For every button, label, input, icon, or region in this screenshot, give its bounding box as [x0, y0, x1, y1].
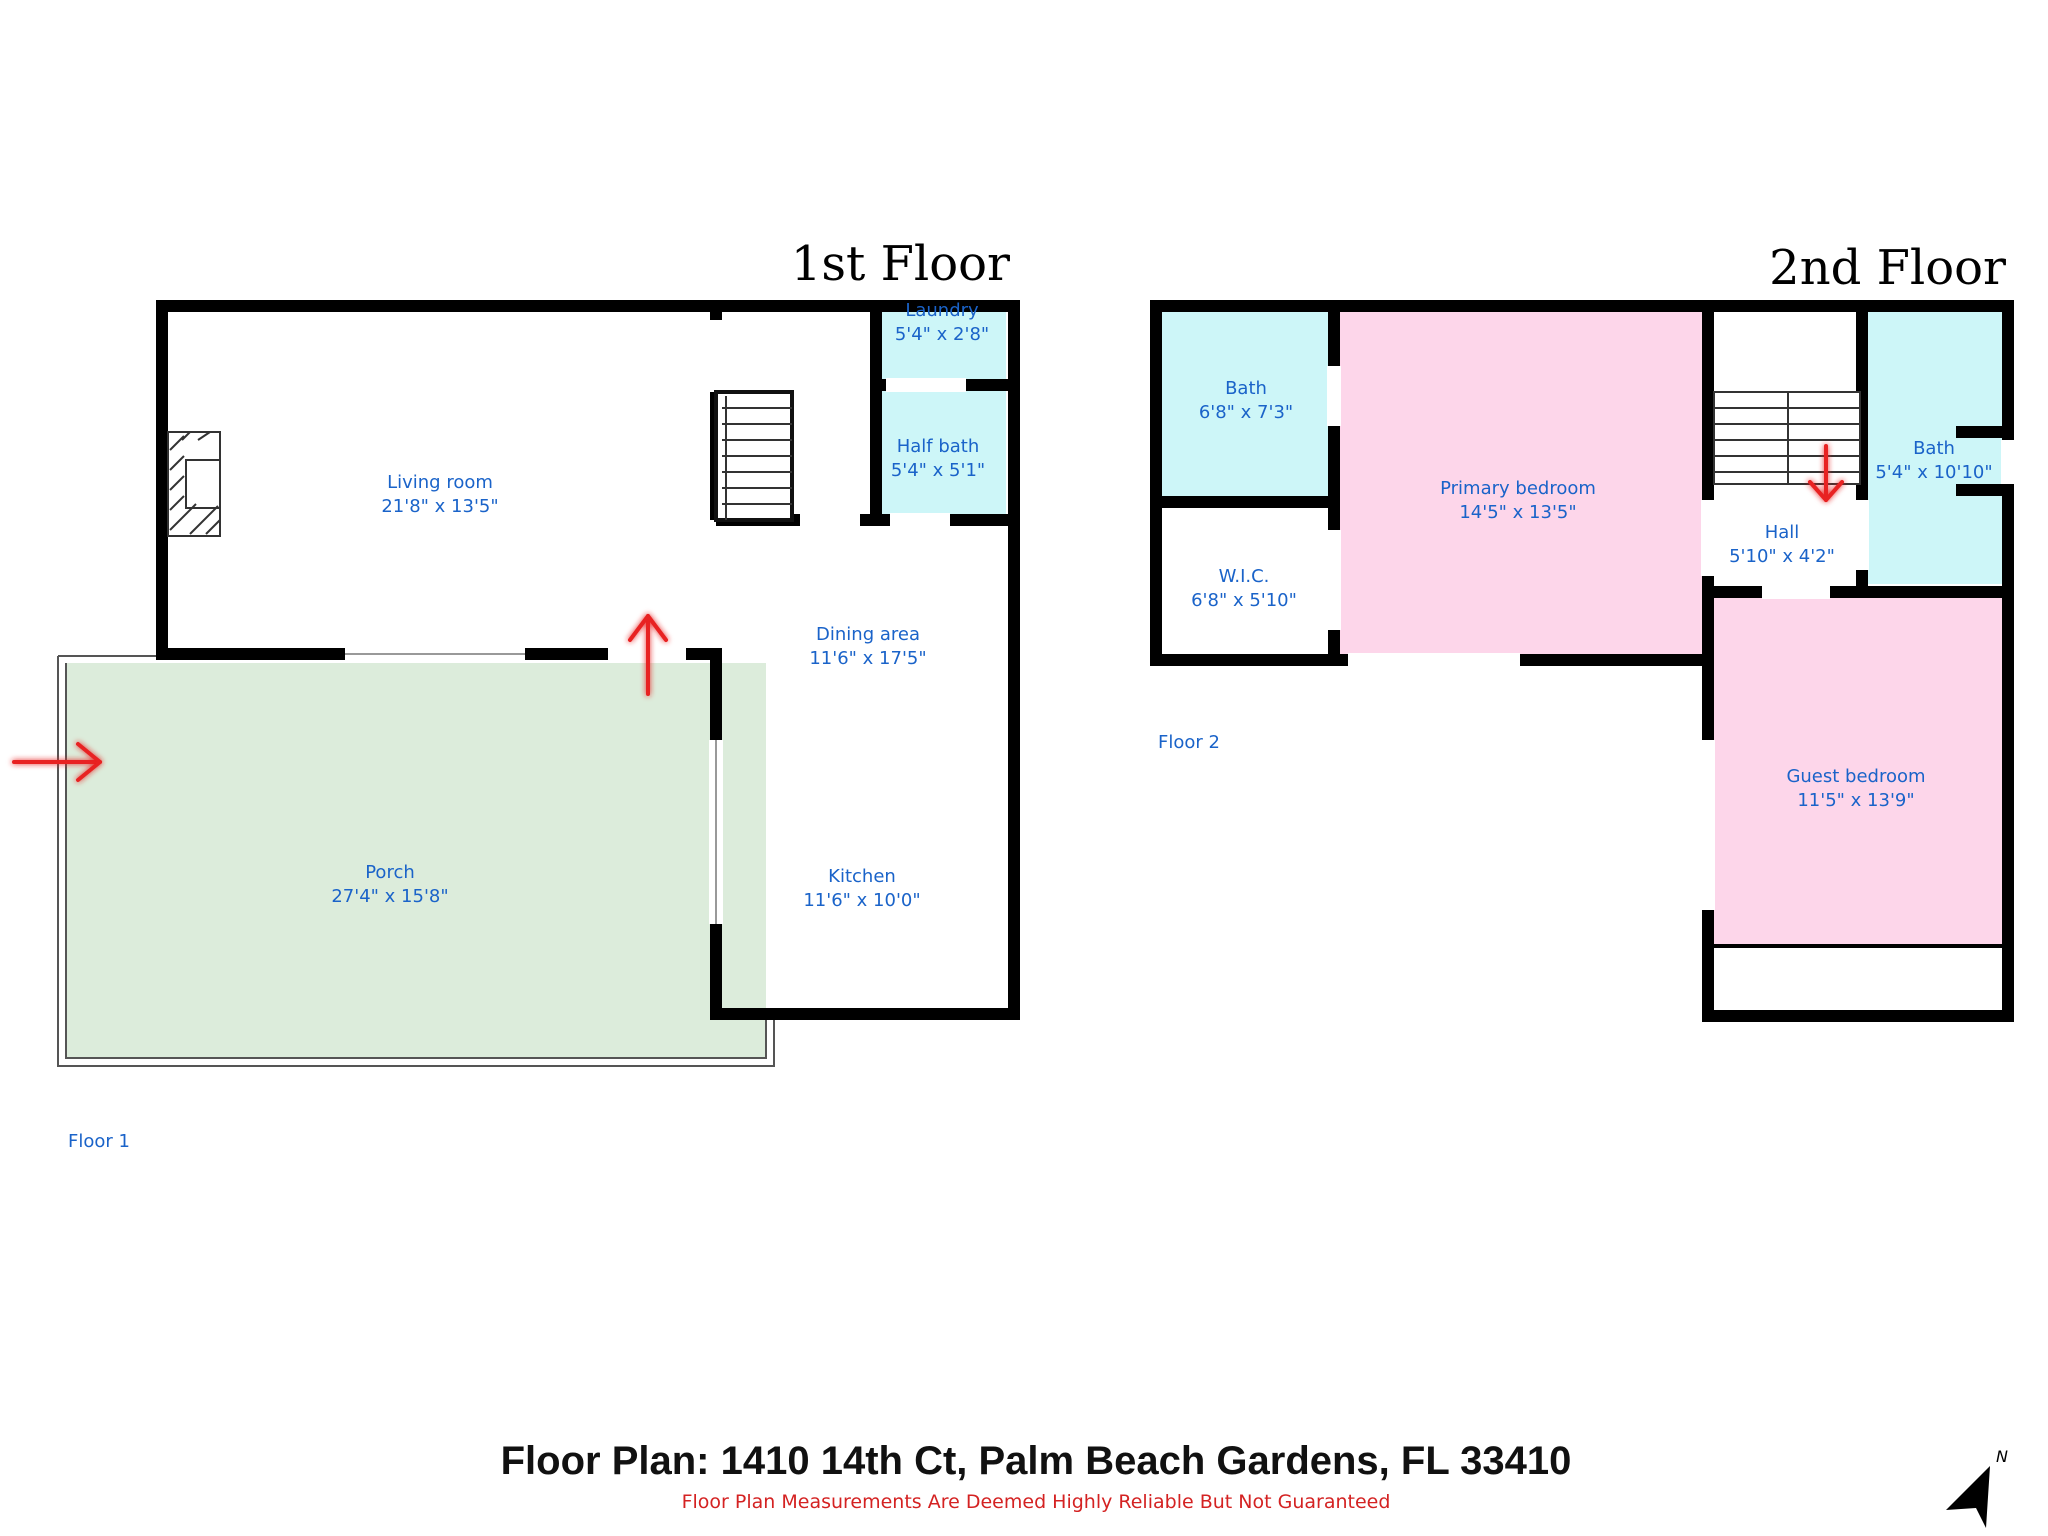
- primary-bedroom-dims: 14'5" x 13'5": [1459, 502, 1576, 523]
- floor-2: Bath 6'8" x 7'3" W.I.C. 6'8" x 5'10" Pri…: [1150, 240, 2015, 1022]
- wic-name: W.I.C.: [1219, 566, 1270, 587]
- guest-bedroom-name: Guest bedroom: [1786, 766, 1925, 787]
- hall-name: Hall: [1765, 522, 1800, 543]
- porch-dims: 27'4" x 15'8": [331, 886, 448, 907]
- bath-right-name: Bath: [1913, 438, 1955, 459]
- porch-railing: [57, 656, 775, 1067]
- guest-bedroom-dims: 11'5" x 13'9": [1797, 790, 1914, 811]
- floor2-heading: 2nd Floor: [1769, 240, 2006, 296]
- laundry-dims: 5'4" x 2'8": [895, 324, 989, 345]
- floor-1: Living room 21'8" x 13'5" Laundry 5'4" x…: [12, 236, 1020, 1152]
- porch-outline: [65, 663, 767, 1059]
- stairs-upper-icon: [1713, 391, 1861, 485]
- bath-left-dims: 6'8" x 7'3": [1199, 402, 1293, 423]
- entry-arrow-icon: [12, 742, 102, 782]
- dining-name: Dining area: [816, 624, 920, 645]
- room-guest-bedroom: [1714, 598, 2002, 944]
- half-bath-name: Half bath: [897, 436, 980, 457]
- floor1-outer-wall: [156, 300, 1020, 1020]
- room-half-bath: [876, 390, 1006, 516]
- living-room-dims: 21'8" x 13'5": [381, 496, 498, 517]
- kitchen-dims: 11'6" x 10'0": [803, 890, 920, 911]
- fireplace-icon: [167, 431, 221, 537]
- stairs-down-arrow-icon: [1808, 444, 1844, 502]
- room-bath-right: [1866, 312, 2002, 584]
- compass-label: N: [1996, 1447, 2008, 1466]
- bath-left-name: Bath: [1225, 378, 1267, 399]
- plan-disclaimer: Floor Plan Measurements Are Deemed Highl…: [682, 1491, 1391, 1513]
- room-porch: [66, 663, 766, 1058]
- north-compass-icon: N: [1946, 1447, 2008, 1528]
- laundry-name: Laundry: [905, 300, 979, 321]
- room-laundry: [876, 310, 1006, 380]
- wic-dims: 6'8" x 5'10": [1191, 590, 1297, 611]
- porch-door-arrow-icon: [628, 614, 668, 696]
- room-primary-bedroom: [1338, 312, 1702, 656]
- room-bath-left: [1162, 312, 1332, 498]
- stairs-icon: [714, 390, 794, 522]
- floor1-heading: 1st Floor: [791, 236, 1010, 292]
- porch-name: Porch: [365, 862, 415, 883]
- primary-bedroom-name: Primary bedroom: [1440, 478, 1596, 499]
- floor2-label: Floor 2: [1158, 732, 1220, 753]
- dining-dims: 11'6" x 17'5": [809, 648, 926, 669]
- bath-right-dims: 5'4" x 10'10": [1875, 462, 1992, 483]
- half-bath-dims: 5'4" x 5'1": [891, 460, 985, 481]
- kitchen-name: Kitchen: [828, 866, 896, 887]
- hall-dims: 5'10" x 4'2": [1729, 546, 1835, 567]
- floor1-label: Floor 1: [68, 1131, 130, 1152]
- living-room-name: Living room: [387, 472, 493, 493]
- plan-title: Floor Plan: 1410 14th Ct, Palm Beach Gar…: [501, 1439, 1572, 1483]
